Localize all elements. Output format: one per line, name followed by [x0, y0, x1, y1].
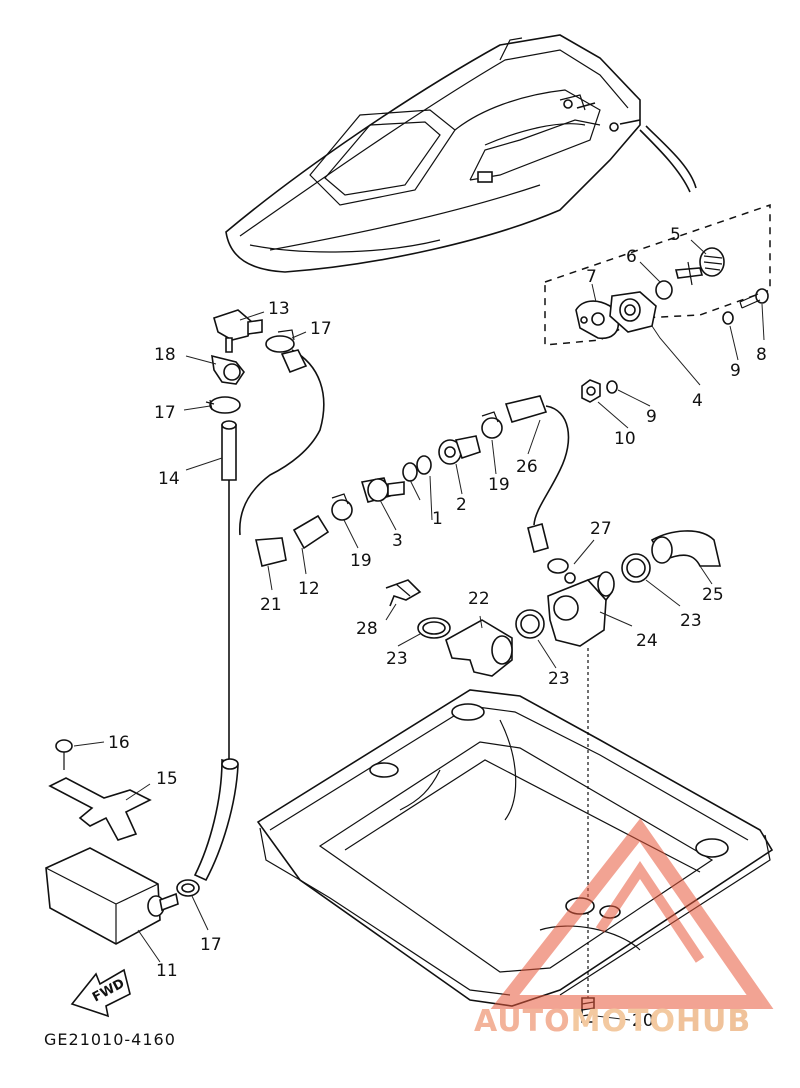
part-12-hose	[292, 514, 330, 550]
fwd-arrow-icon: FWD	[70, 968, 131, 1018]
callout-17c: 17	[200, 935, 222, 955]
part-17-clamp-b	[205, 396, 241, 414]
callout-11: 11	[156, 961, 178, 981]
part-27-clamp	[547, 558, 569, 574]
part-26-hose	[504, 395, 570, 553]
callout-28: 28	[356, 619, 378, 639]
callout-14: 14	[158, 469, 180, 489]
part-15-bracket	[48, 777, 152, 841]
part-17-clamp-a	[265, 329, 295, 353]
callout-20: 20	[632, 1011, 654, 1031]
callout-5: 5	[670, 225, 681, 245]
callouts: 5 6 7 8 9 4 9 10 13 17 18 17 14 1 2 3 19…	[108, 225, 767, 1031]
part-2-fitting	[438, 435, 481, 465]
part-14-hose	[221, 424, 237, 481]
part-19-clamp-b	[481, 411, 503, 439]
callout-6: 6	[626, 247, 637, 267]
callout-17b: 17	[154, 403, 176, 423]
part-8-screw	[739, 288, 769, 309]
callout-19a: 19	[350, 551, 372, 571]
part-25-elbow	[650, 530, 722, 567]
part-7-gasket	[575, 300, 620, 340]
callout-24: 24	[636, 631, 658, 651]
callout-23c: 23	[386, 649, 408, 669]
callout-13: 13	[268, 299, 290, 319]
part-3-fitting	[360, 477, 405, 503]
part-5-valve	[674, 247, 725, 286]
callout-10: 10	[614, 429, 636, 449]
callout-2: 2	[456, 495, 467, 515]
part-18-bracket	[211, 354, 245, 385]
callout-15: 15	[156, 769, 178, 789]
part-22-elbow	[445, 619, 513, 677]
callout-23b: 23	[548, 669, 570, 689]
watermark-part-2: MOTO	[570, 1004, 676, 1039]
part-1-washers	[402, 455, 432, 482]
watermark-text: AUTOMOTOHUB	[474, 1004, 751, 1039]
callout-25: 25	[702, 585, 724, 605]
hull-deck	[225, 34, 697, 273]
watermark-part-3: HUB	[675, 1004, 752, 1039]
part-23-clamp-b	[515, 609, 545, 639]
callout-1: 1	[432, 509, 443, 529]
callout-18: 18	[154, 345, 176, 365]
part-10-nut	[581, 379, 601, 403]
part-11-canister	[45, 847, 179, 945]
part-9-washer-b	[606, 380, 618, 394]
callout-17a: 17	[310, 319, 332, 339]
callout-3: 3	[392, 531, 403, 551]
callout-9b: 9	[646, 407, 657, 427]
watermark-triangle-icon	[490, 818, 774, 1009]
watermark-part-1: AUTO	[474, 1004, 571, 1039]
callout-4: 4	[692, 391, 703, 411]
callout-9a: 9	[730, 361, 741, 381]
part-17-clamp-c	[176, 879, 200, 897]
part-13-elbow	[213, 309, 263, 353]
drawing-code: GE21010-4160	[44, 1030, 176, 1049]
part-9-washer-a	[722, 311, 734, 325]
part-28-clip	[385, 579, 422, 607]
part-21-elbow	[255, 537, 287, 567]
callout-12: 12	[298, 579, 320, 599]
callout-22: 22	[468, 589, 490, 609]
callout-26: 26	[516, 457, 538, 477]
callout-19b: 19	[488, 475, 510, 495]
part-6-washer	[655, 280, 673, 300]
callout-27: 27	[590, 519, 612, 539]
leader-lines	[73, 239, 765, 1021]
callout-16: 16	[108, 733, 130, 753]
callout-21: 21	[260, 595, 282, 615]
part-24-body	[547, 571, 615, 647]
callout-8: 8	[756, 345, 767, 365]
part-16-screw	[55, 739, 73, 770]
inset-box	[544, 203, 771, 346]
part-23-clamp-c	[417, 617, 451, 639]
part-19-clamp-a	[331, 493, 353, 521]
part-4-flange	[609, 291, 657, 333]
part-23-clamp-a	[621, 553, 651, 583]
callout-7: 7	[586, 267, 597, 287]
callout-23a: 23	[680, 611, 702, 631]
